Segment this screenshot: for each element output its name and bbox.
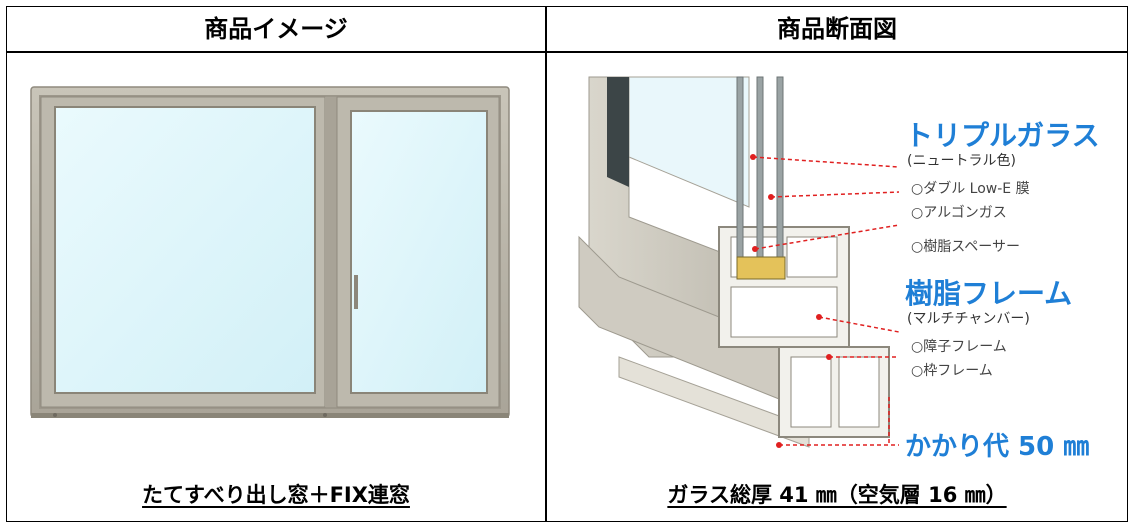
window-product-image: [30, 86, 510, 418]
glass-title: トリプルガラス: [905, 119, 1100, 152]
glass-item-1: ○ダブル Low-E 膜: [911, 180, 1030, 197]
cross-section-diagram: トリプルガラス (ニュートラル色) ○ダブル Low-E 膜 ○アルゴンガス ○…: [578, 76, 1100, 462]
glass-item-3: ○樹脂スペーサー: [911, 239, 1020, 255]
glass-sub: (ニュートラル色): [907, 152, 1016, 169]
frame-sub: (マルチチャンバー): [907, 311, 1030, 327]
frame-item-2: ○枠フレーム: [911, 363, 993, 379]
product-table: 商品イメージ 商品断面図: [6, 6, 1128, 522]
header-divider: [7, 51, 1127, 53]
caption-window-type: たてすべり出し窓＋FIX連窓: [142, 483, 410, 507]
header-cross-section: 商品断面図: [777, 15, 897, 43]
frame-title: 樹脂フレーム: [905, 277, 1072, 310]
header-product-image: 商品イメージ: [204, 15, 348, 43]
glass-item-2: ○アルゴンガス: [911, 204, 1007, 221]
frame-item-1: ○障子フレーム: [911, 339, 1007, 355]
overlap-label: かかり代 50 ㎜: [905, 432, 1089, 462]
column-divider: [545, 7, 547, 521]
caption-glass-thickness: ガラス総厚 41 ㎜（空気層 16 ㎜）: [667, 483, 1007, 507]
